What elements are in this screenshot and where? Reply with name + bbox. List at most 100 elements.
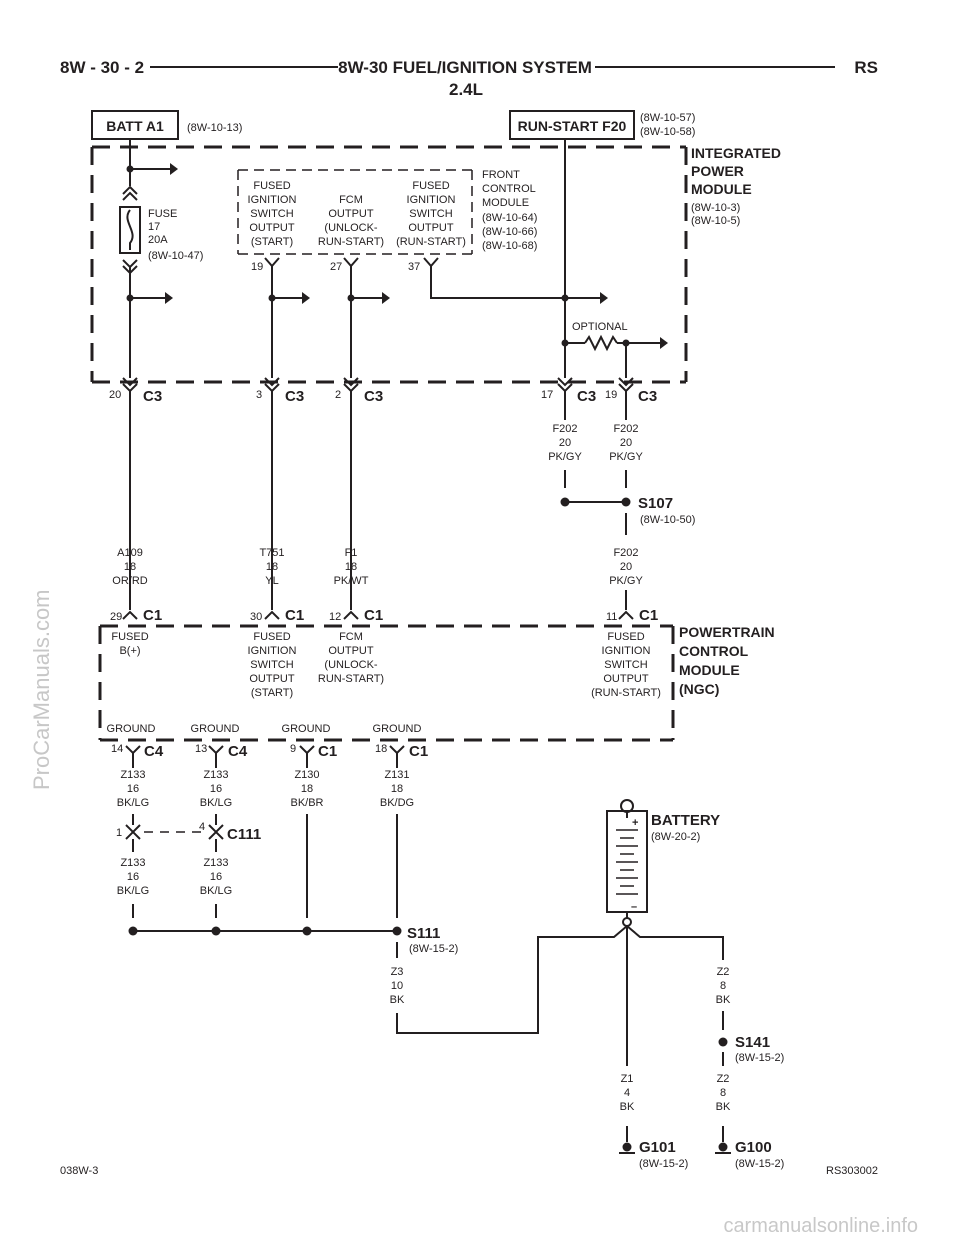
pcm-ground-label-2: GROUND bbox=[191, 723, 240, 735]
s107-label: S107 bbox=[638, 495, 673, 512]
battery-label: BATTERY bbox=[651, 812, 720, 829]
ipm-ref-1: (8W-10-3) bbox=[691, 202, 740, 214]
gnd-pin-13: 13 bbox=[195, 743, 207, 755]
page-subtitle: 2.4L bbox=[449, 80, 483, 99]
wire-z130-color: BK/BR bbox=[290, 797, 323, 809]
wire-t751-color: YL bbox=[265, 575, 278, 587]
wire-z131-gauge: 18 bbox=[391, 783, 403, 795]
wire-z133-a-gauge: 16 bbox=[127, 783, 139, 795]
fcm-out1-line4: OUTPUT bbox=[249, 222, 295, 234]
wire-f202-c-circuit: F202 bbox=[613, 547, 638, 559]
pcm-input2-line5: (START) bbox=[251, 687, 293, 699]
wire-z133-c-circuit: Z133 bbox=[120, 857, 145, 869]
s111-label: S111 bbox=[407, 925, 440, 942]
page-title: 8W-30 FUEL/IGNITION SYSTEM bbox=[338, 58, 592, 77]
fuse-label-4: (8W-10-47) bbox=[148, 250, 203, 262]
ipm-c3-b: C3 bbox=[285, 388, 304, 405]
ipm-title-3: MODULE bbox=[691, 181, 752, 197]
battery-icon bbox=[606, 799, 648, 927]
ipm-c3-a: C3 bbox=[143, 388, 162, 405]
wire-t751-gauge: 18 bbox=[266, 561, 278, 573]
pcm-c1-c: C1 bbox=[364, 607, 383, 624]
g101-ref: (8W-15-2) bbox=[639, 1158, 688, 1170]
fuse-label-2: 17 bbox=[148, 221, 160, 233]
wire-z2-a-color: BK bbox=[716, 994, 731, 1006]
fcm-label-1: FRONT bbox=[482, 169, 520, 181]
battery-plus: + bbox=[632, 817, 638, 829]
wire-z1-gauge: 4 bbox=[624, 1087, 630, 1099]
wire-z3-gauge: 10 bbox=[391, 980, 403, 992]
pcm-ground-label-3: GROUND bbox=[282, 723, 331, 735]
run-start-f20-box bbox=[509, 110, 635, 140]
gnd-conn-c1-b: C1 bbox=[409, 743, 428, 760]
g100-label: G100 bbox=[735, 1139, 772, 1156]
run-start-wire bbox=[561, 139, 668, 378]
pcm-input1-line1: FUSED bbox=[111, 631, 148, 643]
wire-t751-circuit: T751 bbox=[259, 547, 284, 559]
pcm-title-3: MODULE bbox=[679, 662, 740, 678]
wire-z133-d-circuit: Z133 bbox=[203, 857, 228, 869]
wire-f202-b-gauge: 20 bbox=[620, 437, 632, 449]
wire-f1-color: PK/WT bbox=[334, 575, 369, 587]
batt-a1-ref: (8W-10-13) bbox=[187, 122, 242, 134]
figure-id-right: RS303002 bbox=[826, 1165, 878, 1177]
batt-a1-label: BATT A1 bbox=[106, 118, 164, 134]
gnd-conn-c1-a: C1 bbox=[318, 743, 337, 760]
fcm-pin-19: 19 bbox=[251, 261, 263, 273]
run-start-ref-1: (8W-10-57) bbox=[640, 112, 695, 124]
pcm-input2-line2: IGNITION bbox=[248, 645, 297, 657]
pcm-c1-pin-29: 29 bbox=[110, 611, 122, 623]
wire-z2-a-circuit: Z2 bbox=[717, 966, 730, 978]
splice-s111 bbox=[128, 814, 402, 958]
wire-z133-b-circuit: Z133 bbox=[203, 769, 228, 781]
gnd-pin-18: 18 bbox=[375, 743, 387, 755]
pcm-c1-pin-12: 12 bbox=[329, 611, 341, 623]
pcm-input4-line1: FUSED bbox=[607, 631, 644, 643]
pcm-ground-label-1: GROUND bbox=[107, 723, 156, 735]
pcm-input3-line4: RUN-START) bbox=[318, 673, 384, 685]
ground-connectors bbox=[125, 745, 405, 768]
wire-z133-c-gauge: 16 bbox=[127, 871, 139, 883]
wire-z133-c-color: BK/LG bbox=[117, 885, 149, 897]
optional-label: OPTIONAL bbox=[572, 321, 628, 333]
pcm-input3-line2: OUTPUT bbox=[328, 645, 374, 657]
fcm-out1-line5: (START) bbox=[251, 236, 293, 248]
s141-label: S141 bbox=[735, 1034, 770, 1051]
wire-z2-b-circuit: Z2 bbox=[717, 1073, 730, 1085]
ipm-c3-pin-3: 3 bbox=[256, 389, 262, 401]
ipm-title-2: POWER bbox=[691, 163, 744, 179]
run-start-ref-2: (8W-10-58) bbox=[640, 126, 695, 138]
pcm-c1-pin-11: 11 bbox=[606, 611, 617, 623]
gnd-conn-c4-b: C4 bbox=[228, 743, 248, 760]
run-start-f20-label: RUN-START F20 bbox=[518, 118, 627, 134]
page-number: 8W - 30 - 2 bbox=[60, 58, 144, 77]
fcm-output-wires bbox=[264, 257, 608, 378]
wire-f202-b-color: PK/GY bbox=[609, 451, 643, 463]
g101-label: G101 bbox=[639, 1139, 676, 1156]
c111-pin-4: 4 bbox=[199, 821, 205, 833]
pcm-input1-line2: B(+) bbox=[119, 645, 140, 657]
front-control-module-box bbox=[237, 169, 473, 255]
battery-ref: (8W-20-2) bbox=[651, 831, 700, 843]
integrated-power-module bbox=[90, 145, 688, 384]
ground-icon-g100 bbox=[715, 1142, 731, 1154]
wire-f202-c-color: PK/GY bbox=[609, 575, 643, 587]
wire-z130-gauge: 18 bbox=[301, 783, 313, 795]
ipm-c3-pin-20: 20 bbox=[109, 389, 121, 401]
pcm-input4-line2: IGNITION bbox=[602, 645, 651, 657]
fcm-label-4: (8W-10-64) bbox=[482, 212, 537, 224]
gnd-pin-9: 9 bbox=[290, 743, 296, 755]
pcm-ground-label-4: GROUND bbox=[373, 723, 422, 735]
model-code: RS bbox=[854, 58, 878, 77]
c111-pin-1: 1 bbox=[116, 827, 122, 839]
ipm-c3-connectors bbox=[122, 377, 634, 596]
fuse-label-3: 20A bbox=[148, 234, 168, 246]
wire-z131-color: BK/DG bbox=[380, 797, 414, 809]
wire-f202-b-circuit: F202 bbox=[613, 423, 638, 435]
pcm-c1-connectors bbox=[122, 590, 634, 620]
s141-ref: (8W-15-2) bbox=[735, 1052, 784, 1064]
ipm-c3-pin-19: 19 bbox=[605, 389, 617, 401]
splice-s107 bbox=[560, 470, 631, 535]
pcm-title-1: POWERTRAIN bbox=[679, 624, 775, 640]
